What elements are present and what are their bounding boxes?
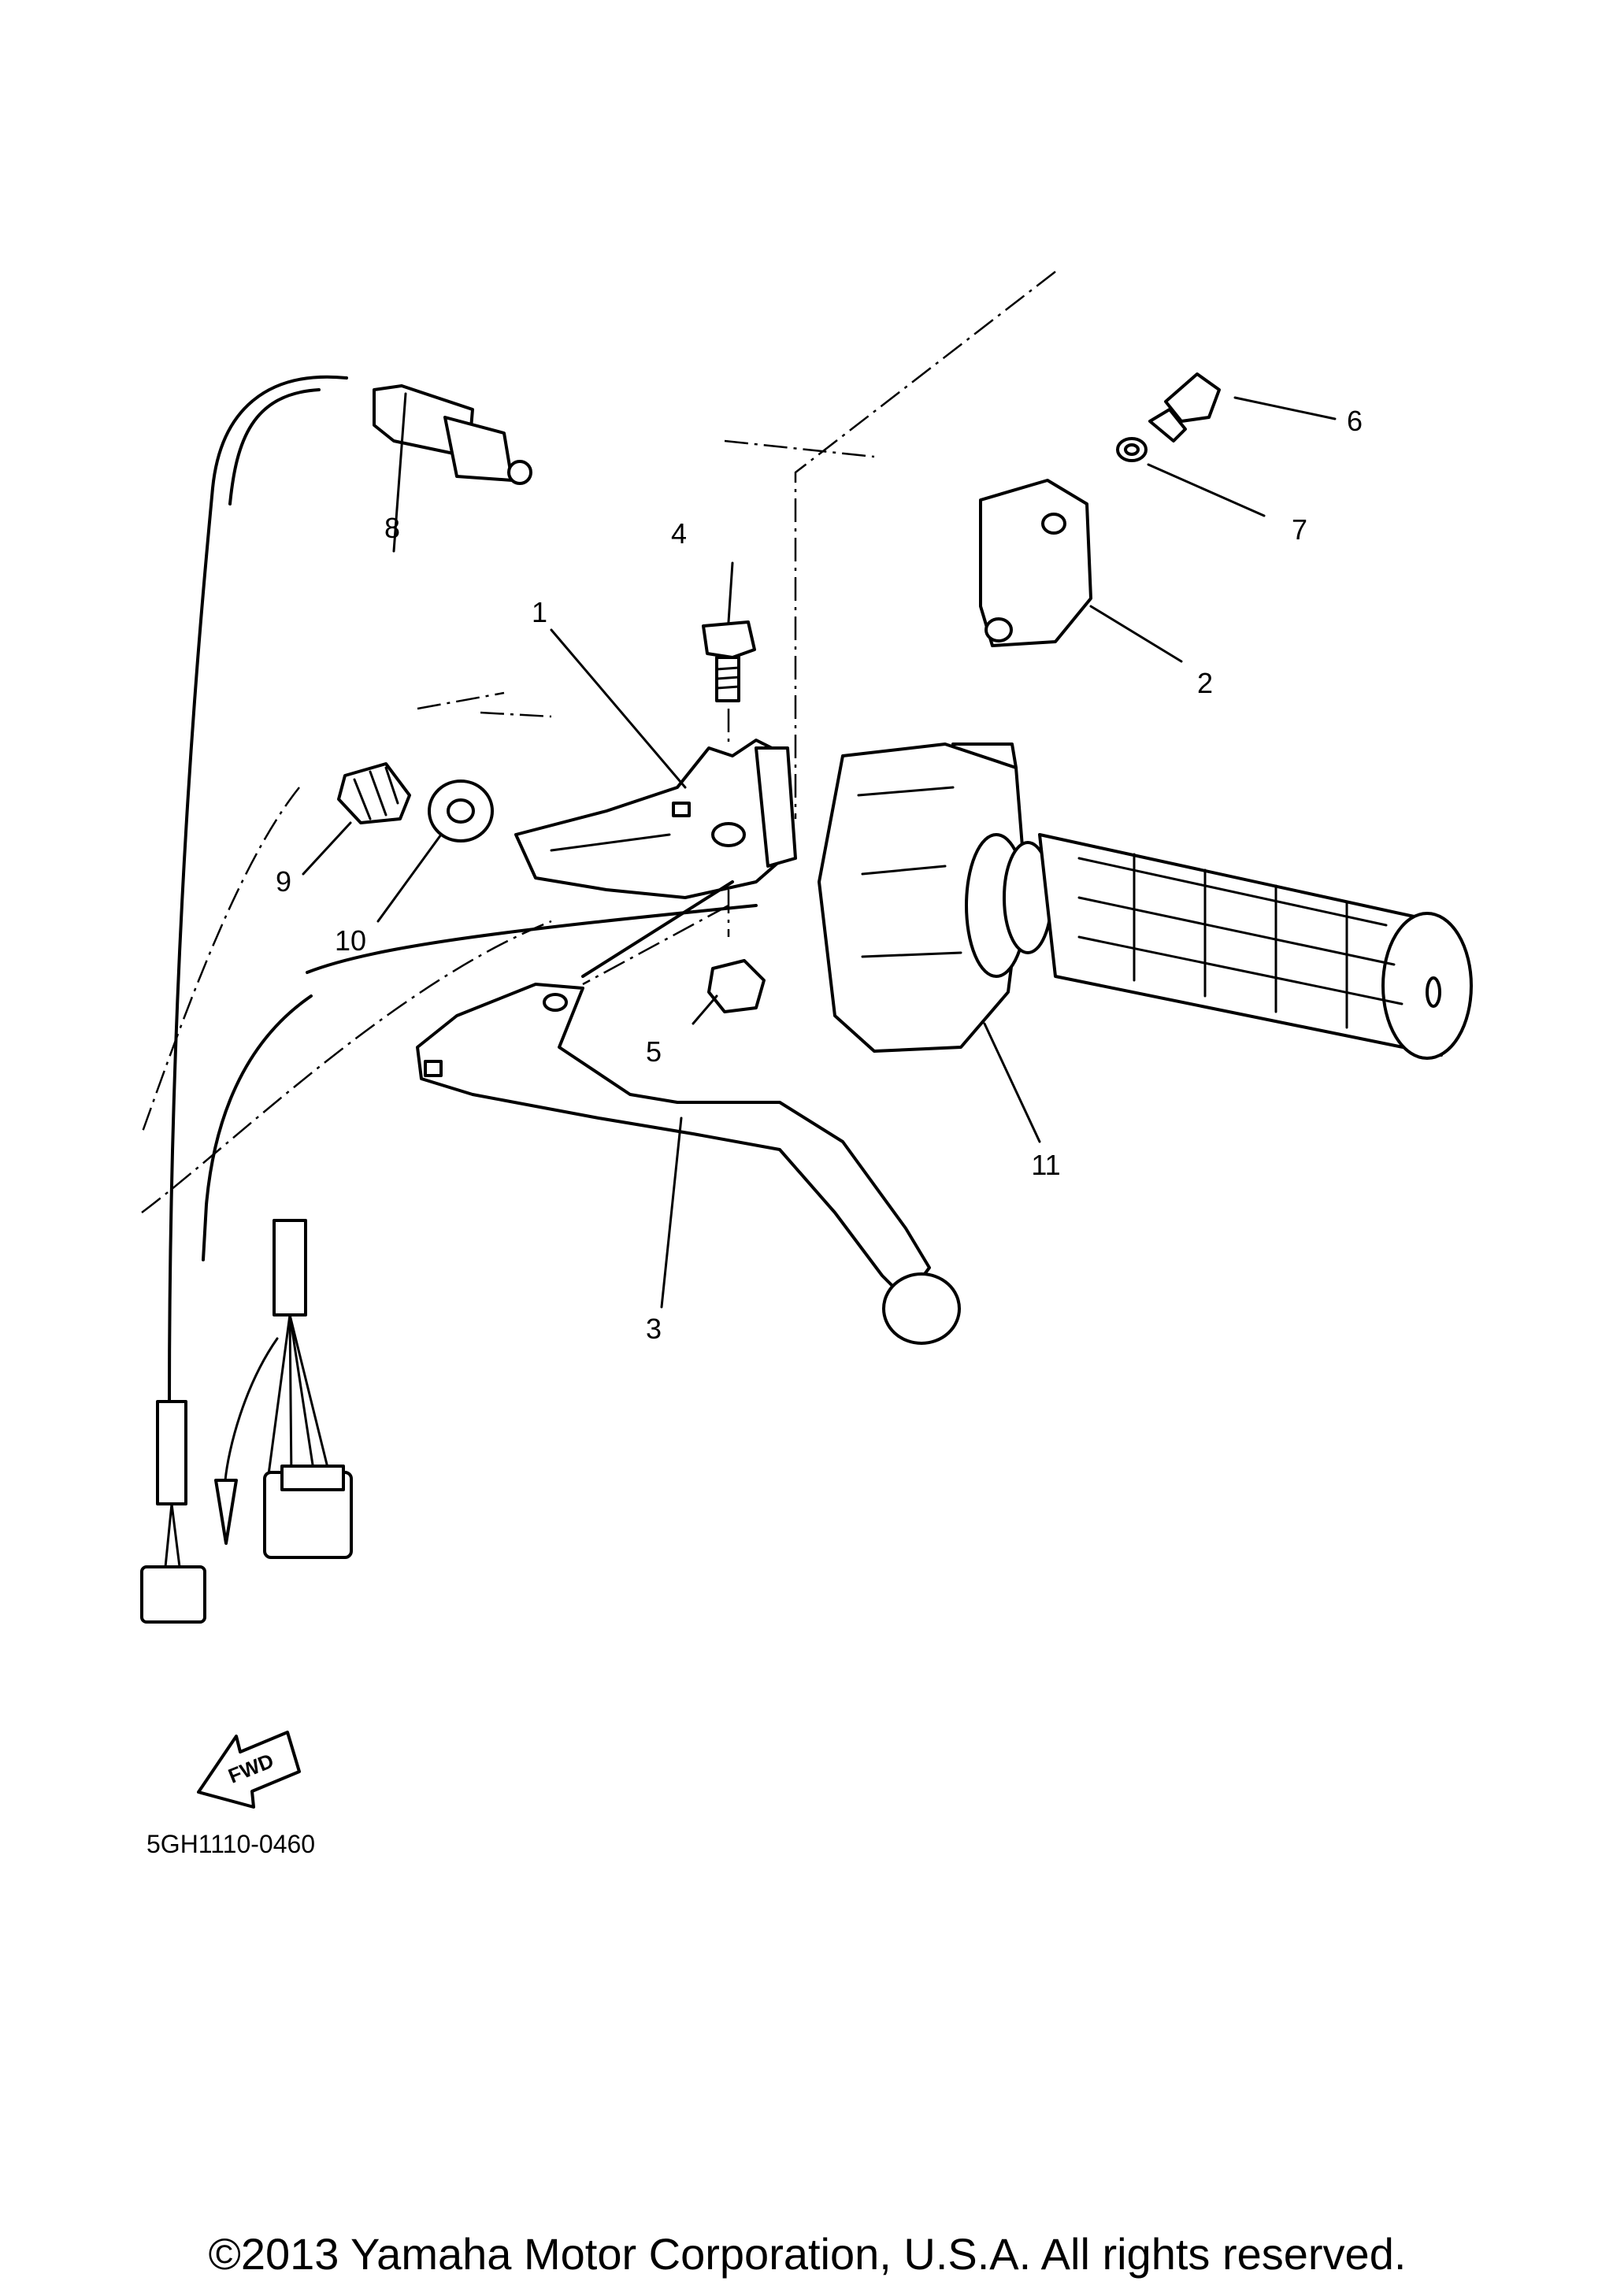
- callout-2: 2: [1197, 667, 1213, 699]
- copyright-notice: ©2013 Yamaha Motor Corporation, U.S.A. A…: [208, 2229, 1407, 2279]
- callout-7: 7: [1292, 513, 1307, 546]
- center-lines: [140, 271, 1056, 1213]
- handlebar-switch: [818, 742, 1053, 1053]
- handlebar-grip: [1038, 833, 1473, 1060]
- clutch-cable-sleeve: [156, 1400, 187, 1505]
- callout-4: 4: [671, 517, 687, 550]
- holder-clamp: [979, 479, 1092, 647]
- callout-5: 5: [646, 1035, 662, 1068]
- clutch-lever: [416, 983, 961, 1345]
- pivot-bolt: [702, 620, 756, 702]
- switch-cable: [140, 375, 758, 1624]
- clutch-switch: [373, 384, 532, 485]
- clutch-switch-connector: [140, 1565, 206, 1624]
- callout-11: 11: [1031, 1149, 1060, 1181]
- fwd-direction-arrow: FWD: [197, 1731, 301, 1809]
- callout-6: 6: [1347, 405, 1363, 437]
- callout-3: 3: [646, 1313, 662, 1345]
- callout-8: 8: [384, 512, 400, 544]
- callout-9: 9: [276, 865, 291, 898]
- leader-lines: [302, 392, 1337, 1309]
- switch-connector-pins: [280, 1465, 345, 1491]
- callout-10: 10: [335, 924, 366, 957]
- locknut: [428, 780, 494, 842]
- diagram-code: 5GH1110-0460: [146, 1830, 316, 1858]
- callout-1: 1: [532, 596, 547, 628]
- lever-holder: [514, 739, 797, 899]
- clamp-screw: [1148, 372, 1221, 443]
- callout-numbers: 1 2 3 4 5 6 7 8 9 10 11: [276, 405, 1363, 1345]
- washer: [1116, 437, 1148, 462]
- cable-adjuster: [337, 762, 411, 824]
- cable-sleeve: [273, 1219, 307, 1316]
- ground-terminal: [214, 1479, 238, 1545]
- pivot-nut: [707, 959, 766, 1013]
